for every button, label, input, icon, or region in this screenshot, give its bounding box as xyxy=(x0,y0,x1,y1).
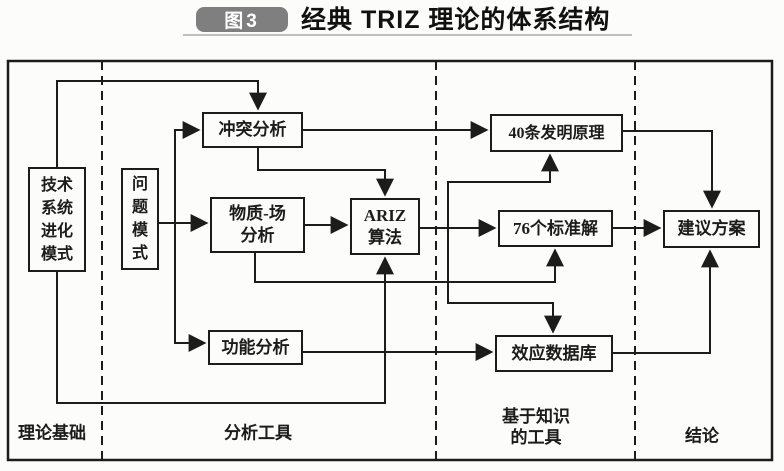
zone-label-knowledge-tools: 基于知识 的工具 xyxy=(502,407,570,447)
node-function-analysis: 功能分析 xyxy=(208,330,303,365)
figure-number-badge: 图3 xyxy=(196,7,288,32)
node-ariz-algorithm: ARIZ 算法 xyxy=(350,198,420,255)
node-sufield-analysis: 物质-场 分析 xyxy=(210,197,305,253)
node-suggested-solution: 建议方案 xyxy=(663,210,760,248)
diagram-border xyxy=(6,59,774,462)
figure-title: 经典 TRIZ 理论的体系结构 xyxy=(301,6,611,34)
zone-label-theory-base: 理论基础 xyxy=(18,423,86,443)
zone-label-analysis-tools: 分析工具 xyxy=(224,423,292,443)
node-tech-system-evolution: 技术 系统 进化 模式 xyxy=(28,167,86,272)
title-underline xyxy=(183,34,632,36)
node-problem-model: 问 题 模 式 xyxy=(121,168,159,270)
zone-label-conclusion: 结论 xyxy=(685,426,719,446)
node-76-standard-solutions: 76个标准解 xyxy=(498,210,613,247)
node-conflict-analysis: 冲突分析 xyxy=(202,112,303,148)
node-40-inventive-principles: 40条发明原理 xyxy=(490,114,623,152)
node-effects-database: 效应数据库 xyxy=(495,335,613,372)
